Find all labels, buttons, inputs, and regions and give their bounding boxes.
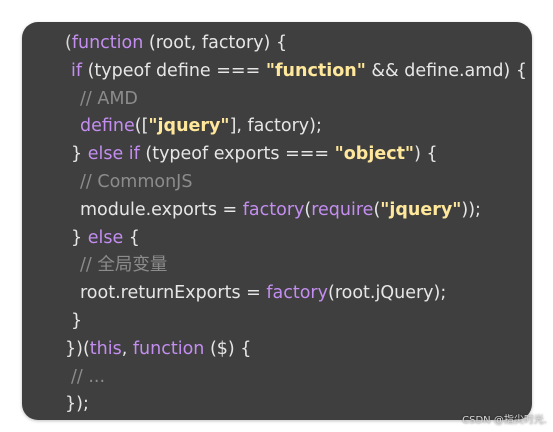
code-line-2: if (typeof define === "function" && defi…	[22, 58, 532, 86]
code-token: (	[373, 199, 381, 220]
code-token: });	[65, 394, 89, 415]
code-token: (root.jQuery);	[328, 283, 447, 304]
code-token-function: require	[311, 199, 374, 220]
code-line-8: } else {	[22, 225, 532, 253]
code-token-function: factory	[266, 283, 328, 304]
code-line-6: // CommonJS	[22, 169, 532, 197]
code-token: }	[71, 144, 88, 165]
code-line-7: module.exports = factory(require("jquery…	[22, 197, 532, 225]
code-token: ,	[121, 338, 133, 359]
code-token-comment: // CommonJS	[80, 171, 193, 192]
code-token: && define.amd) {	[365, 60, 527, 81]
code-token: (root, factory) {	[143, 33, 288, 53]
code-line-1: (function (root, factory) {	[22, 30, 532, 58]
code-token-keyword: if	[71, 60, 83, 81]
code-line-12: })(this, function ($) {	[22, 336, 532, 364]
code-token: ($) {	[204, 338, 252, 359]
code-token: ));	[461, 199, 481, 220]
code-token: (typeof exports ===	[139, 144, 335, 165]
code-token: (	[65, 33, 72, 53]
code-token-keyword: else if	[87, 144, 140, 165]
code-token-comment: // AMD	[80, 88, 138, 109]
code-token: {	[123, 227, 140, 248]
code-token-keyword: this	[89, 338, 122, 359]
code-token-function: define	[80, 116, 135, 137]
code-line-10: root.returnExports = factory(root.jQuery…	[22, 280, 532, 308]
watermark-text: CSDN @指尖时光.	[462, 415, 547, 426]
code-line-5: } else if (typeof exports === "object") …	[22, 141, 532, 169]
code-token-string: "jquery"	[380, 199, 462, 220]
code-token-comment: // 全局变量	[80, 255, 168, 276]
code-token: (	[304, 199, 312, 220]
code-line-13: // ...	[22, 364, 532, 392]
code-snippet-panel: (function (root, factory) { if (typeof d…	[22, 22, 532, 420]
code-line-3: // AMD	[22, 86, 532, 114]
code-line-11: }	[22, 308, 532, 336]
code-token: ], factory);	[229, 116, 322, 137]
code-block: (function (root, factory) { if (typeof d…	[22, 30, 532, 419]
code-token-string: "function"	[265, 60, 366, 81]
code-line-14: });	[22, 391, 532, 419]
code-line-9: // 全局变量	[22, 252, 532, 280]
code-line-4: define(["jquery"], factory);	[22, 113, 532, 141]
code-token: ) {	[414, 144, 438, 165]
code-token: root.returnExports =	[80, 283, 267, 304]
code-token: }	[71, 310, 83, 331]
code-token: (typeof define ===	[82, 60, 266, 81]
code-token-keyword: function	[71, 33, 144, 53]
code-token: ([	[134, 116, 149, 137]
code-token-string: "object"	[334, 144, 415, 165]
code-token-comment: // ...	[71, 366, 106, 387]
code-token-keyword: function	[132, 338, 205, 359]
code-token-string: "jquery"	[148, 116, 230, 137]
code-token-function: factory	[242, 199, 305, 220]
code-token: module.exports =	[80, 199, 243, 220]
code-token-keyword: else	[87, 227, 124, 248]
code-token: }	[71, 227, 88, 248]
code-token: })(	[65, 338, 90, 359]
